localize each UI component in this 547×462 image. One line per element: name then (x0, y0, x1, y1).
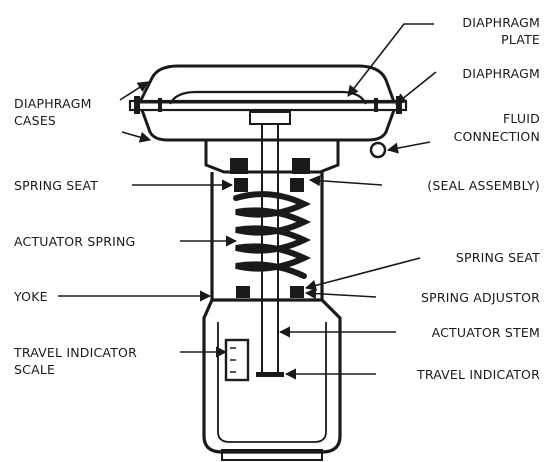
label-travel-indicator-scale-line2: SCALE (14, 362, 55, 377)
leader-spring-seat-right (304, 257, 421, 291)
leader-seal-assembly (308, 175, 383, 187)
label-travel-indicator: TRAVEL INDICATOR (416, 367, 540, 382)
label-fluid-connection-line2: CONNECTION (454, 129, 540, 144)
fluid-connection-fitting (369, 141, 387, 159)
diaphragm-plate-shape (169, 90, 367, 105)
label-travel-indicator-scale-line1: TRAVEL INDICATOR (13, 345, 137, 360)
label-spring-seat-left: SPRING SEAT (14, 178, 98, 193)
label-diaphragm-cases-line2: CASES (14, 113, 56, 128)
travel-indicator-pointer (256, 372, 284, 377)
label-seal-assembly: (SEAL ASSEMBLY) (427, 178, 540, 193)
leader-diaphragm-plate (347, 23, 434, 97)
case-flange (128, 99, 408, 112)
stem-plate (249, 111, 291, 125)
leader-fluid-connection (386, 141, 431, 154)
leader-diaphragm-cases-upper (119, 81, 149, 101)
lower-diaphragm-case (140, 109, 396, 142)
labels: DIAPHRAGM PLATE DIAPHRAGM DIAPHRAGM CASE… (13, 15, 540, 382)
travel-indicator-scale-plate (224, 338, 250, 382)
label-fluid-connection-line1: FLUID (503, 111, 540, 126)
actuator-body (128, 64, 408, 461)
leader-lines (58, 23, 437, 380)
label-actuator-spring: ACTUATOR SPRING (14, 234, 135, 249)
seal-block-right (292, 158, 310, 174)
seal-housing (204, 140, 340, 174)
spring-adjustor-right (290, 286, 304, 298)
leader-diaphragm-cases-lower (121, 131, 152, 143)
spring-seat-upper-right (290, 178, 304, 192)
actuator-spring-coil (233, 191, 312, 279)
label-diaphragm-cases-line1: DIAPHRAGM (14, 96, 92, 111)
label-spring-seat-right: SPRING SEAT (456, 250, 540, 265)
yoke-housing (210, 172, 324, 302)
lower-yoke-inner (217, 322, 327, 443)
label-spring-adjustor: SPRING ADJUSTOR (421, 290, 540, 305)
label-diaphragm-plate-line2: PLATE (501, 32, 540, 47)
spring-adjustor-left (236, 286, 250, 298)
leader-diaphragm (395, 71, 437, 105)
spring-seat-upper-left (234, 178, 248, 192)
label-actuator-stem: ACTUATOR STEM (432, 325, 540, 340)
leader-spring-adjustor (304, 287, 377, 300)
yoke-base (221, 449, 323, 461)
flange-bolts (134, 96, 402, 114)
label-diaphragm: DIAPHRAGM (462, 66, 540, 81)
upper-diaphragm-case (137, 64, 397, 104)
seal-block-left (230, 158, 248, 174)
lower-yoke-body (202, 298, 342, 454)
label-yoke: YOKE (13, 289, 48, 304)
label-diaphragm-plate-line1: DIAPHRAGM (462, 15, 540, 30)
